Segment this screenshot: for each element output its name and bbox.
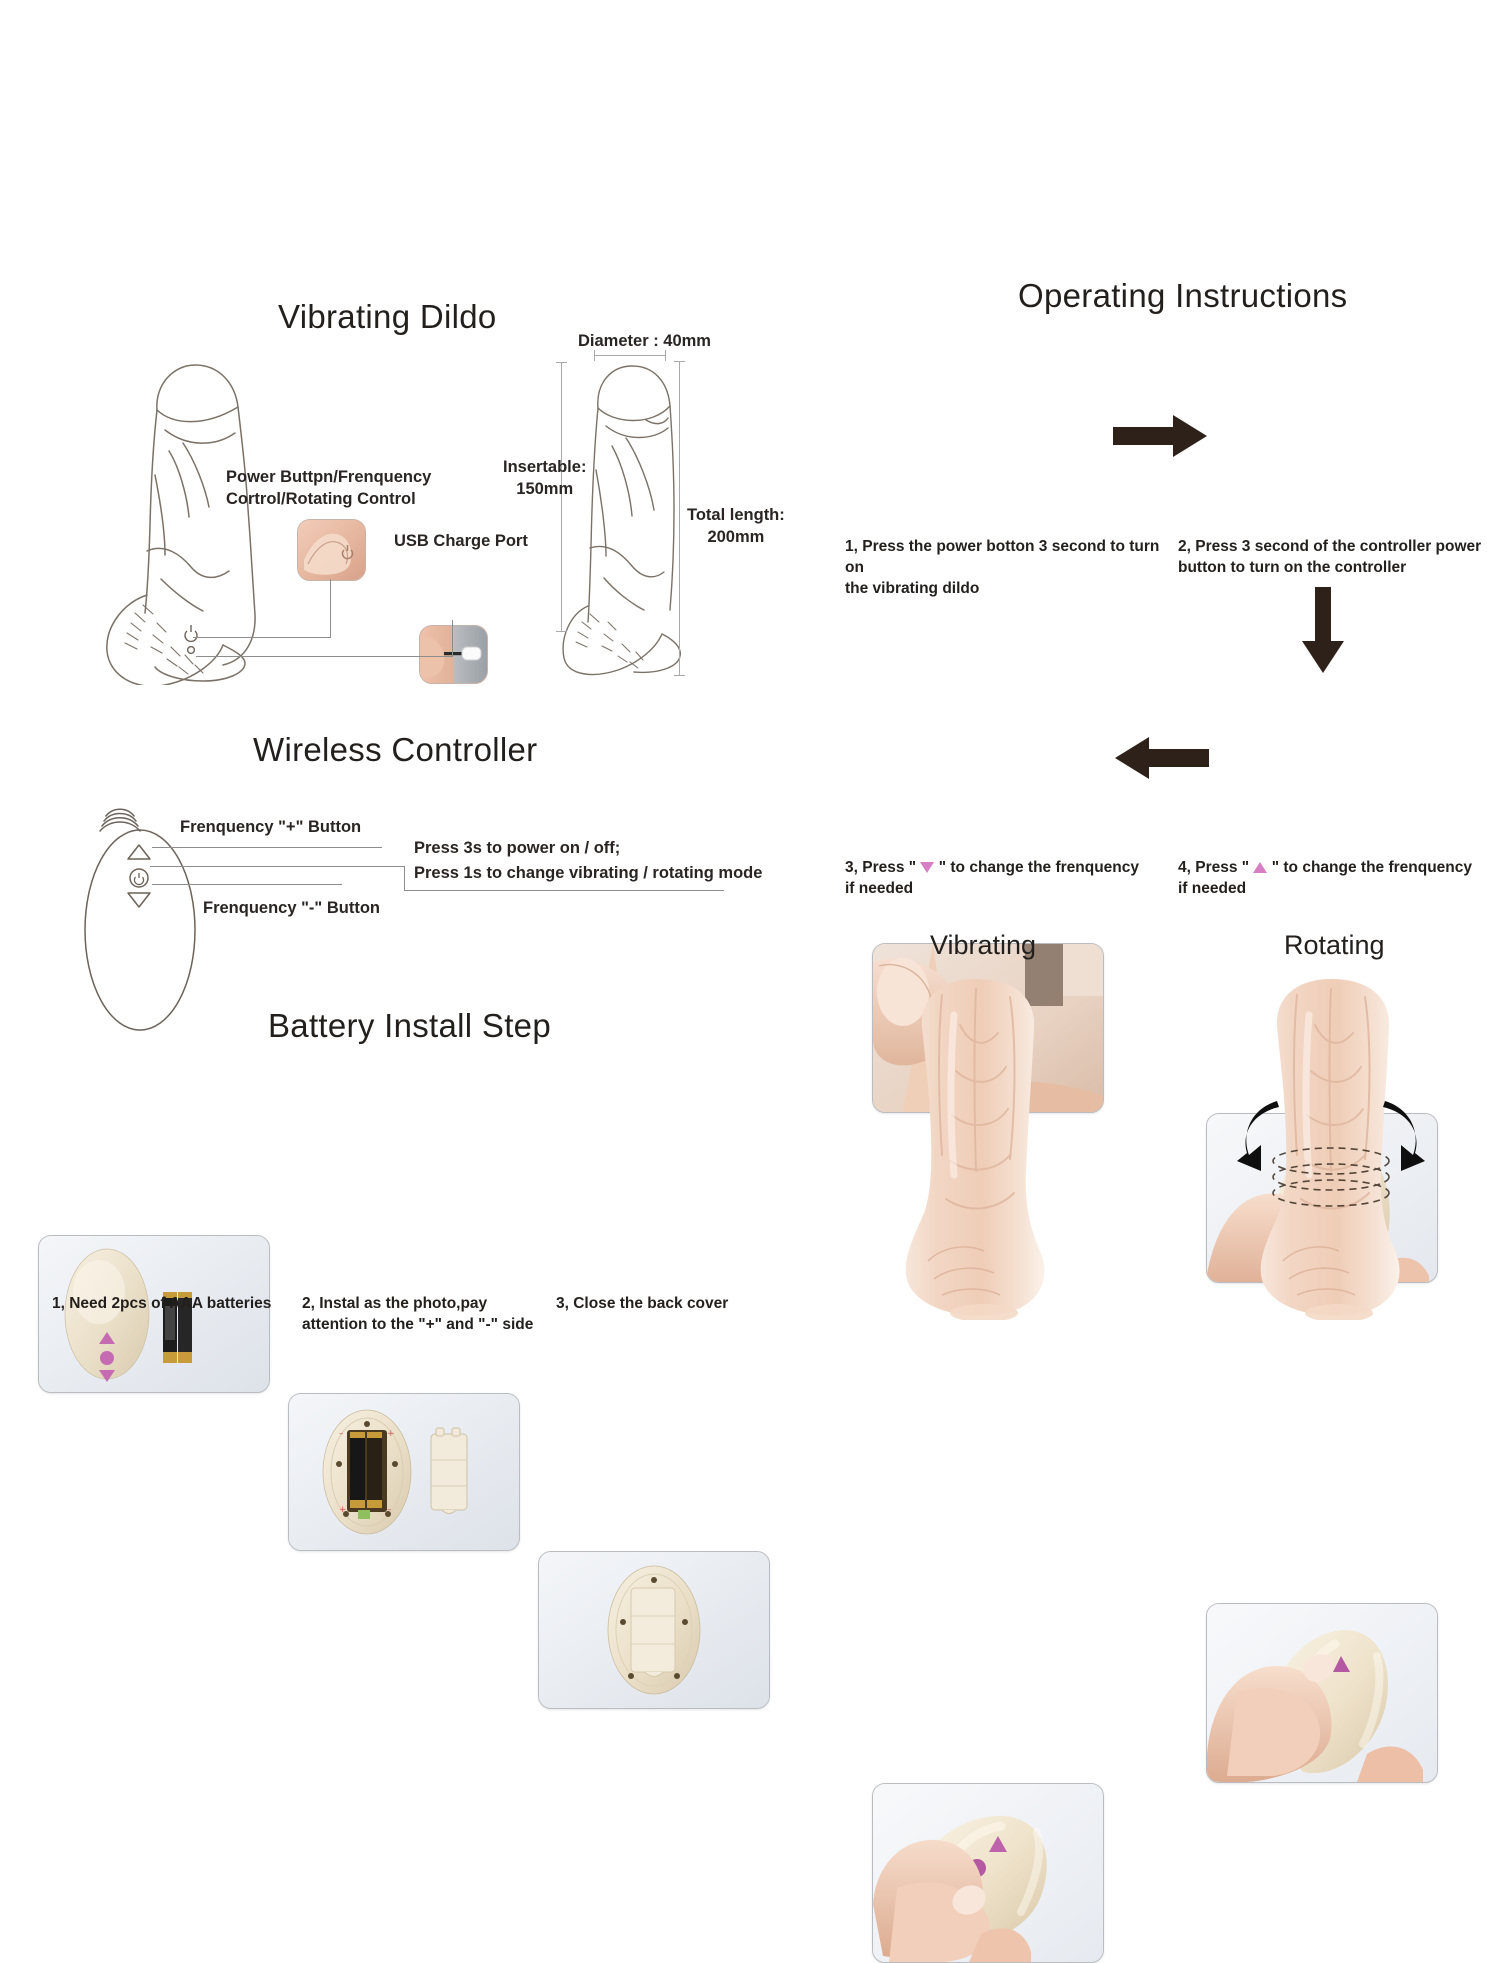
power-callout-line1: Power Buttpn/Frenquency — [226, 468, 432, 486]
operating-step-caption-3: 3, Press " " to change the frenquency if… — [845, 857, 1175, 899]
frequency-down-button-glyph — [127, 892, 151, 908]
operating-caption-3-post: " to change the frenquency — [934, 859, 1140, 876]
battery-step-caption-1: 1, Need 2pcs of AAA batteries — [52, 1293, 292, 1314]
operating-caption-3-line1: 3, Press " " to change the frenquency — [845, 857, 1175, 878]
operating-caption-3-line2: if needed — [845, 880, 914, 898]
power-button-callout-label: Power Buttpn/Frenquency Cortrol/Rotating… — [226, 467, 466, 511]
operating-caption-4-line2: if needed — [1178, 880, 1247, 898]
operating-caption-2-line2: button to turn on the controller — [1178, 559, 1407, 577]
arrow-right-step1-to-step2 — [1113, 415, 1207, 457]
total-length-dimension-rule — [674, 361, 685, 676]
operating-section-title: Operating Instructions — [1018, 277, 1348, 314]
frequency-up-button-glyph — [127, 844, 151, 860]
battery-step-photo-1 — [38, 1235, 270, 1393]
operating-step-photo-4 — [1206, 1603, 1438, 1783]
power-button-glyph — [129, 868, 149, 888]
remote-body — [84, 829, 196, 1031]
triangle-up-purple-icon — [1253, 862, 1268, 873]
insertable-line1: Insertable: — [503, 458, 587, 476]
diameter-dimension-rule — [594, 350, 666, 361]
signal-waves-icon — [99, 808, 141, 832]
operating-step-caption-2: 2, Press 3 second of the controller powe… — [1178, 536, 1498, 578]
usb-charge-port-label: USB Charge Port — [394, 532, 528, 550]
vibrating-product-photo — [905, 979, 1045, 1320]
rotation-arrows — [1237, 1101, 1425, 1171]
power-note-line1: Press 3s to power on / off; — [414, 839, 621, 857]
battery-caption-3-line1: 3, Close the back cover — [556, 1295, 729, 1312]
power-leader-vertical — [330, 579, 331, 637]
controller-section-title: Wireless Controller — [253, 731, 538, 768]
operating-caption-3-pre: 3, Press " — [845, 859, 921, 876]
operating-step-caption-1: 1, Press the power botton 3 second to tu… — [845, 536, 1165, 599]
power-leader-horizontal — [193, 637, 331, 638]
frequency-minus-button-label: Frenquency "-" Button — [203, 899, 380, 917]
power-button-photo — [297, 519, 366, 581]
product-section-title: Vibrating Dildo — [278, 298, 497, 335]
operating-caption-4-pre: 4, Press " — [1178, 859, 1254, 876]
total-length-line1: Total length: — [687, 506, 785, 524]
rotation-motion-rings — [1272, 1147, 1390, 1207]
total-length-dimension-label: Total length: 200mm — [687, 505, 785, 549]
frequency-plus-leader-line — [152, 847, 382, 848]
rotating-mode-label: Rotating — [1284, 930, 1385, 960]
vibrating-mode-label: Vibrating — [930, 930, 1037, 960]
battery-caption-2-line1: 2, Instal as the photo,pay — [302, 1295, 488, 1312]
wireless-remote-drawing — [84, 808, 196, 1031]
battery-step-photo-3 — [538, 1551, 770, 1709]
arrow-down-step2-to-step4 — [1302, 587, 1344, 673]
controller-power-note: Press 3s to power on / off; Press 1s to … — [414, 836, 762, 886]
battery-step-photo-2: –+ +– — [288, 1393, 520, 1551]
frequency-plus-button-label: Frenquency "+" Button — [180, 818, 362, 836]
total-length-line2: 200mm — [707, 527, 765, 546]
operating-caption-1-line2: the vibrating dildo — [845, 580, 980, 598]
power-button-leader-line — [150, 866, 404, 867]
svg-text:–: – — [339, 1429, 344, 1439]
battery-step-caption-2: 2, Instal as the photo,pay attention to … — [302, 1293, 552, 1335]
operating-step-photo-3 — [872, 1783, 1104, 1963]
arrow-left-step4-to-step3 — [1115, 737, 1209, 779]
usb-leader-vertical — [452, 620, 453, 656]
insertable-dimension-rule — [556, 362, 567, 632]
operating-caption-4-post: " to change the frenquency — [1267, 859, 1473, 876]
rotating-product-photo — [1237, 979, 1425, 1320]
battery-section-title: Battery Install Step — [268, 1007, 551, 1044]
battery-step-caption-3: 3, Close the back cover — [556, 1293, 796, 1314]
usb-charge-port-photo — [419, 625, 488, 684]
usb-leader-horizontal — [196, 656, 453, 657]
svg-text:+: + — [387, 1429, 395, 1439]
usb-port-dot-on-drawing — [186, 645, 196, 655]
triangle-down-purple-icon — [920, 862, 935, 873]
aaa-batteries — [163, 1292, 192, 1363]
power-button-leader-tail — [404, 890, 724, 891]
insertable-dimension-label: Insertable: 150mm — [503, 457, 586, 501]
operating-caption-4-line1: 4, Press " " to change the frenquency — [1178, 857, 1500, 878]
battery-caption-1-line1: 1, Need 2pcs of AAA batteries — [52, 1295, 272, 1312]
insertable-line2: 150mm — [516, 479, 574, 498]
operating-step-caption-4: 4, Press " " to change the frenquency if… — [1178, 857, 1500, 899]
power-note-line2: Press 1s to change vibrating / rotating … — [414, 863, 763, 882]
purple-button-markers — [99, 1332, 115, 1382]
power-symbol-on-drawing — [184, 625, 198, 643]
operating-caption-2-line1: 2, Press 3 second of the controller powe… — [1178, 538, 1482, 555]
battery-caption-2-line2: attention to the "+" and "-" side — [302, 1316, 534, 1334]
power-button-leader-elbow — [404, 866, 405, 890]
operating-caption-1-line1: 1, Press the power botton 3 second to tu… — [845, 538, 1160, 577]
product-dimension-drawing — [562, 365, 681, 676]
frequency-minus-leader-line — [152, 884, 342, 885]
product-line-drawing — [106, 364, 256, 685]
diameter-dimension-label: Diameter : 40mm — [578, 332, 711, 350]
power-callout-line2: Cortrol/Rotating Control — [226, 489, 416, 508]
